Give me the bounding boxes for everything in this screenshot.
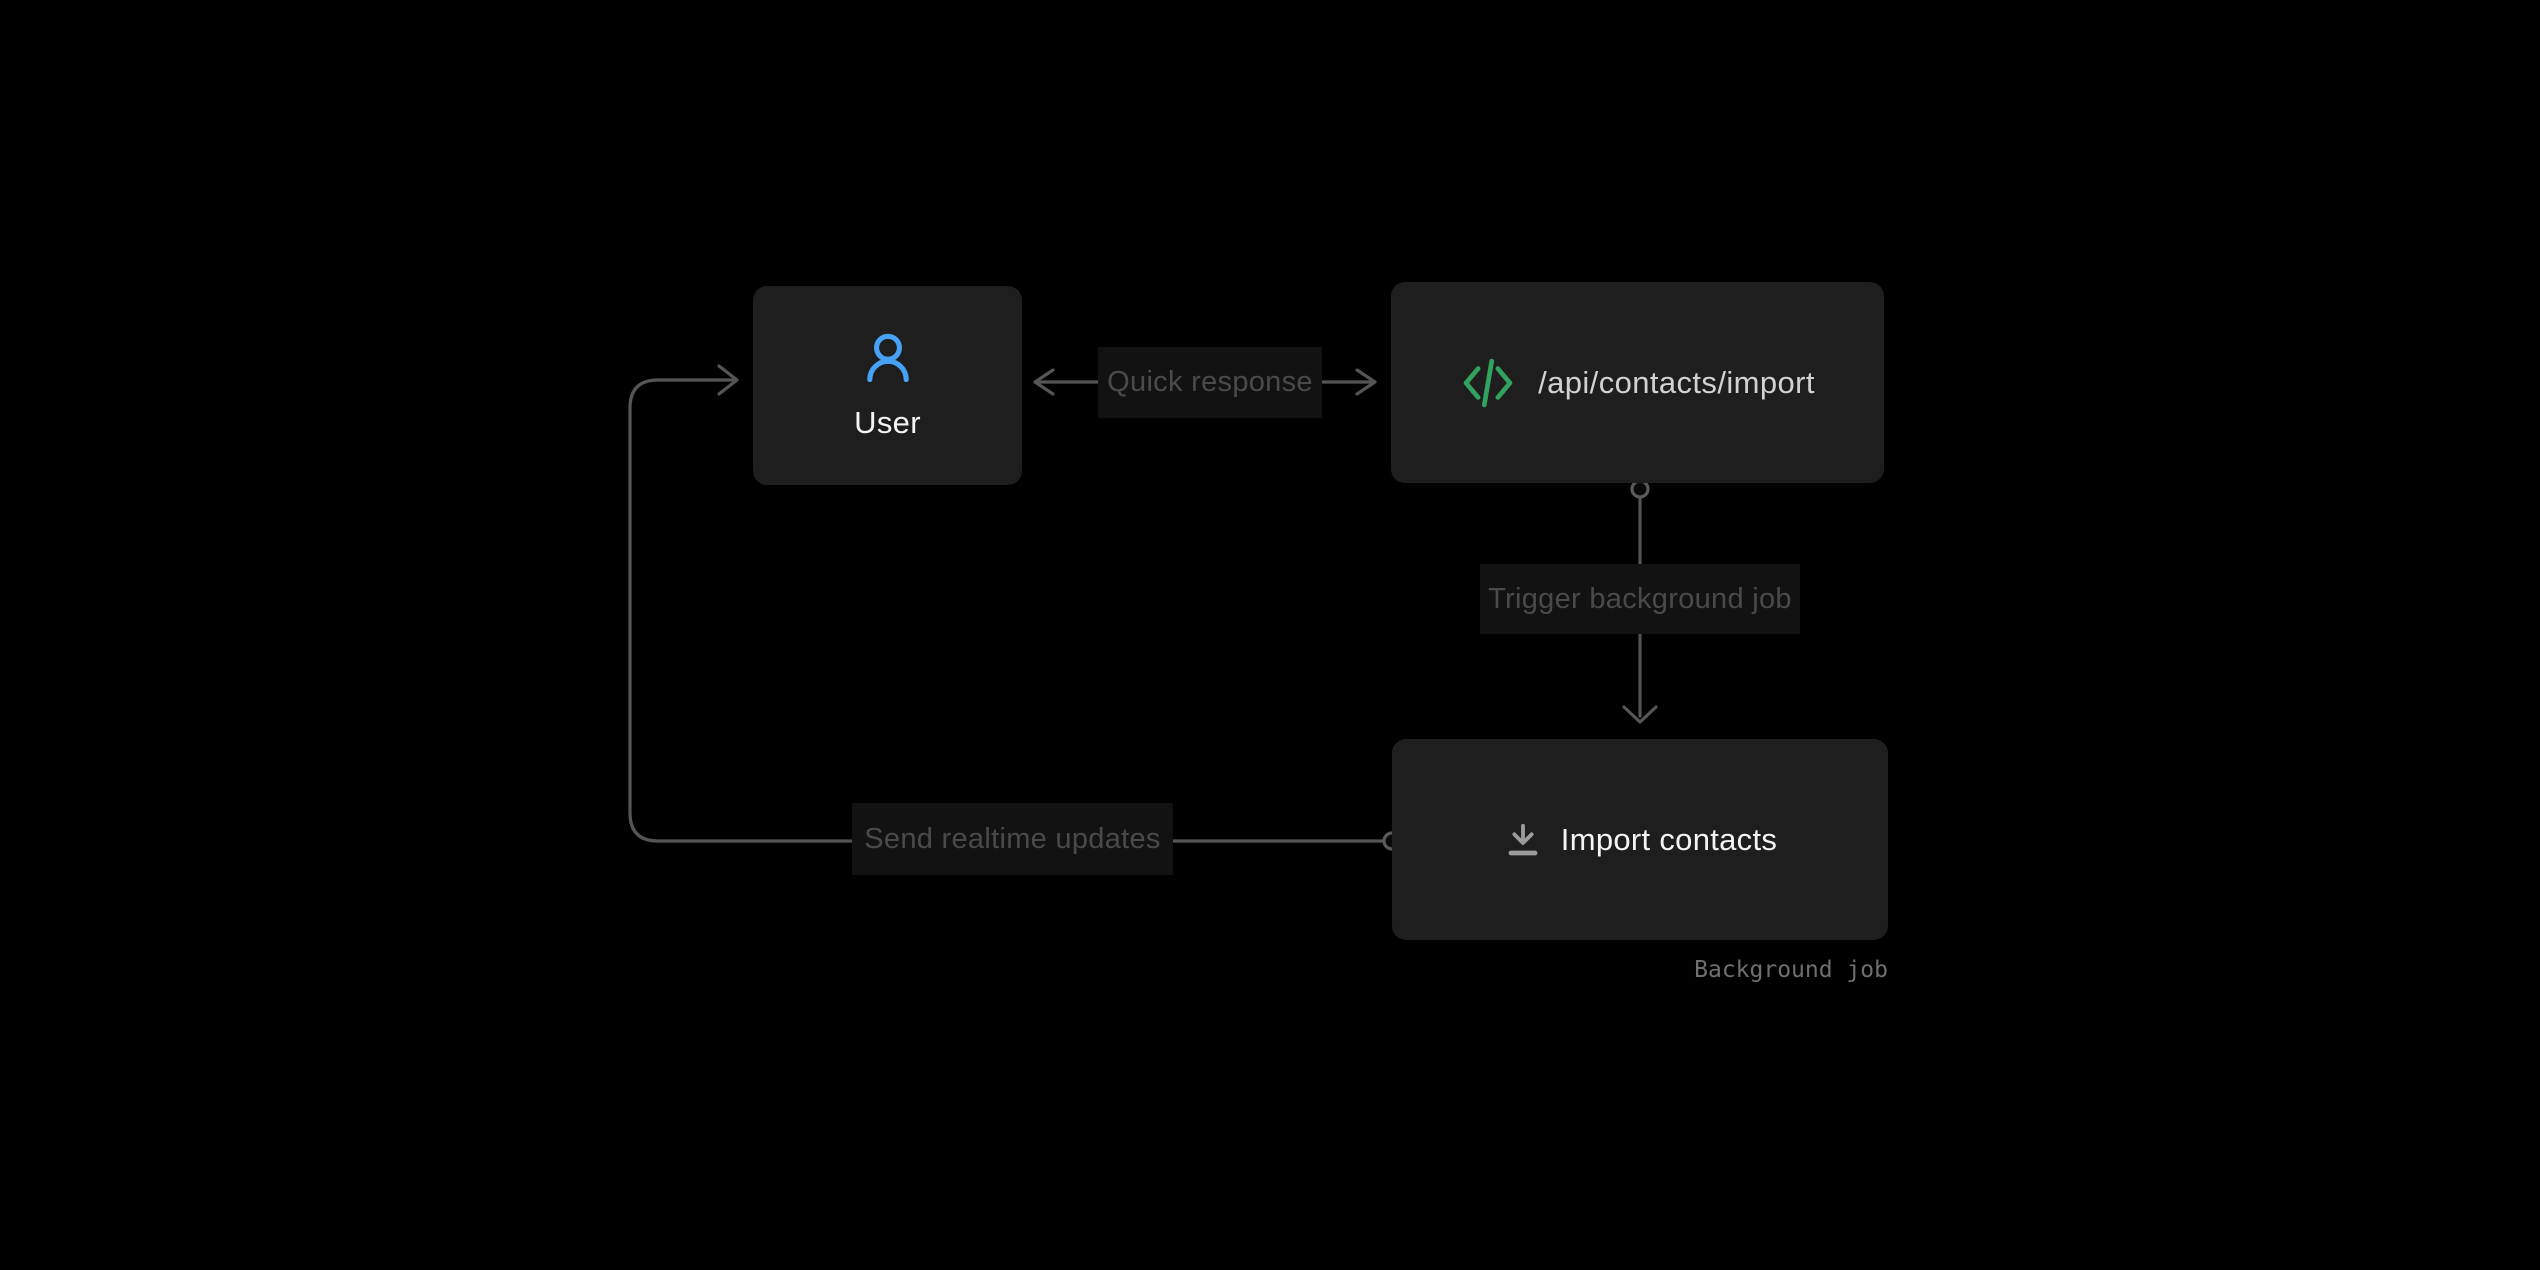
node-import-contacts[interactable]: Import contacts xyxy=(1392,739,1888,940)
arrowhead-left-icon xyxy=(1033,368,1055,396)
arrowhead-down-icon xyxy=(1622,705,1658,724)
download-icon xyxy=(1508,823,1538,855)
node-api[interactable]: /api/contacts/import xyxy=(1391,282,1884,483)
edge-realtime-updates-line xyxy=(628,378,1386,843)
background-job-annotation: Background job xyxy=(1694,957,1888,983)
node-user-label: User xyxy=(854,405,921,440)
edge-label-quick-response: Quick response xyxy=(1098,347,1322,418)
connector-dot-api-bottom[interactable] xyxy=(1630,479,1650,499)
arrowhead-right-icon xyxy=(1355,368,1377,396)
edge-label-trigger-job: Trigger background job xyxy=(1480,564,1800,634)
arrowhead-loop-right-icon xyxy=(717,364,739,396)
code-icon xyxy=(1463,358,1513,407)
node-api-label: /api/contacts/import xyxy=(1538,364,1815,400)
node-user[interactable]: User xyxy=(753,286,1022,485)
edge-label-realtime-updates: Send realtime updates xyxy=(852,803,1173,875)
user-icon xyxy=(866,333,909,383)
node-import-contacts-label: Import contacts xyxy=(1560,821,1778,857)
